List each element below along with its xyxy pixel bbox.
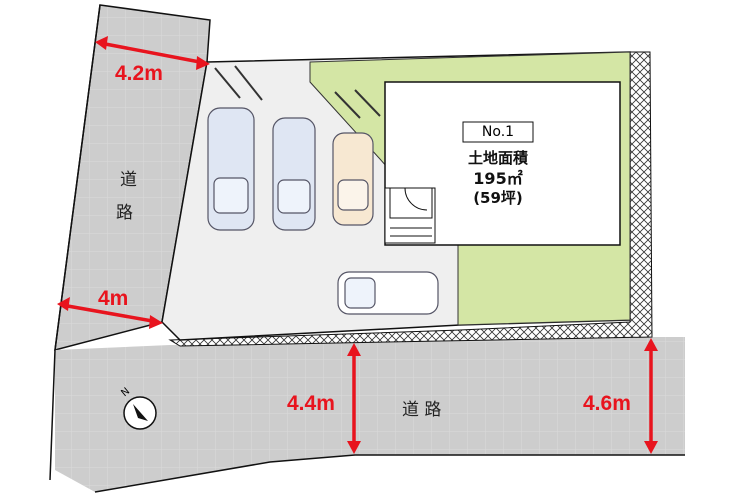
dimension-label-4.2m: 4.2m	[115, 62, 163, 85]
dimension-label-4m: 4m	[98, 287, 129, 310]
bicycles	[214, 65, 381, 119]
lot-area-label: 土地面積	[467, 149, 528, 167]
entrance-steps	[384, 187, 436, 244]
cars	[207, 107, 439, 315]
left-road-label-2: 路	[116, 203, 133, 223]
lot-area-tsubo: (59坪)	[473, 189, 523, 207]
lot-area-sqm: 195㎡	[473, 169, 523, 188]
dimension-label-4.6m: 4.6m	[583, 392, 631, 415]
front-road-label: 道 路	[402, 400, 442, 420]
compass-icon	[123, 396, 157, 430]
dimension-arrows	[57, 36, 658, 454]
front-road	[55, 337, 685, 492]
car-3	[332, 132, 374, 226]
left-road-label-1: 道	[120, 170, 137, 190]
dimension-label-4.4m: 4.4m	[287, 392, 335, 415]
hatched-wall	[168, 51, 653, 347]
lot-number: No.1	[481, 124, 515, 140]
